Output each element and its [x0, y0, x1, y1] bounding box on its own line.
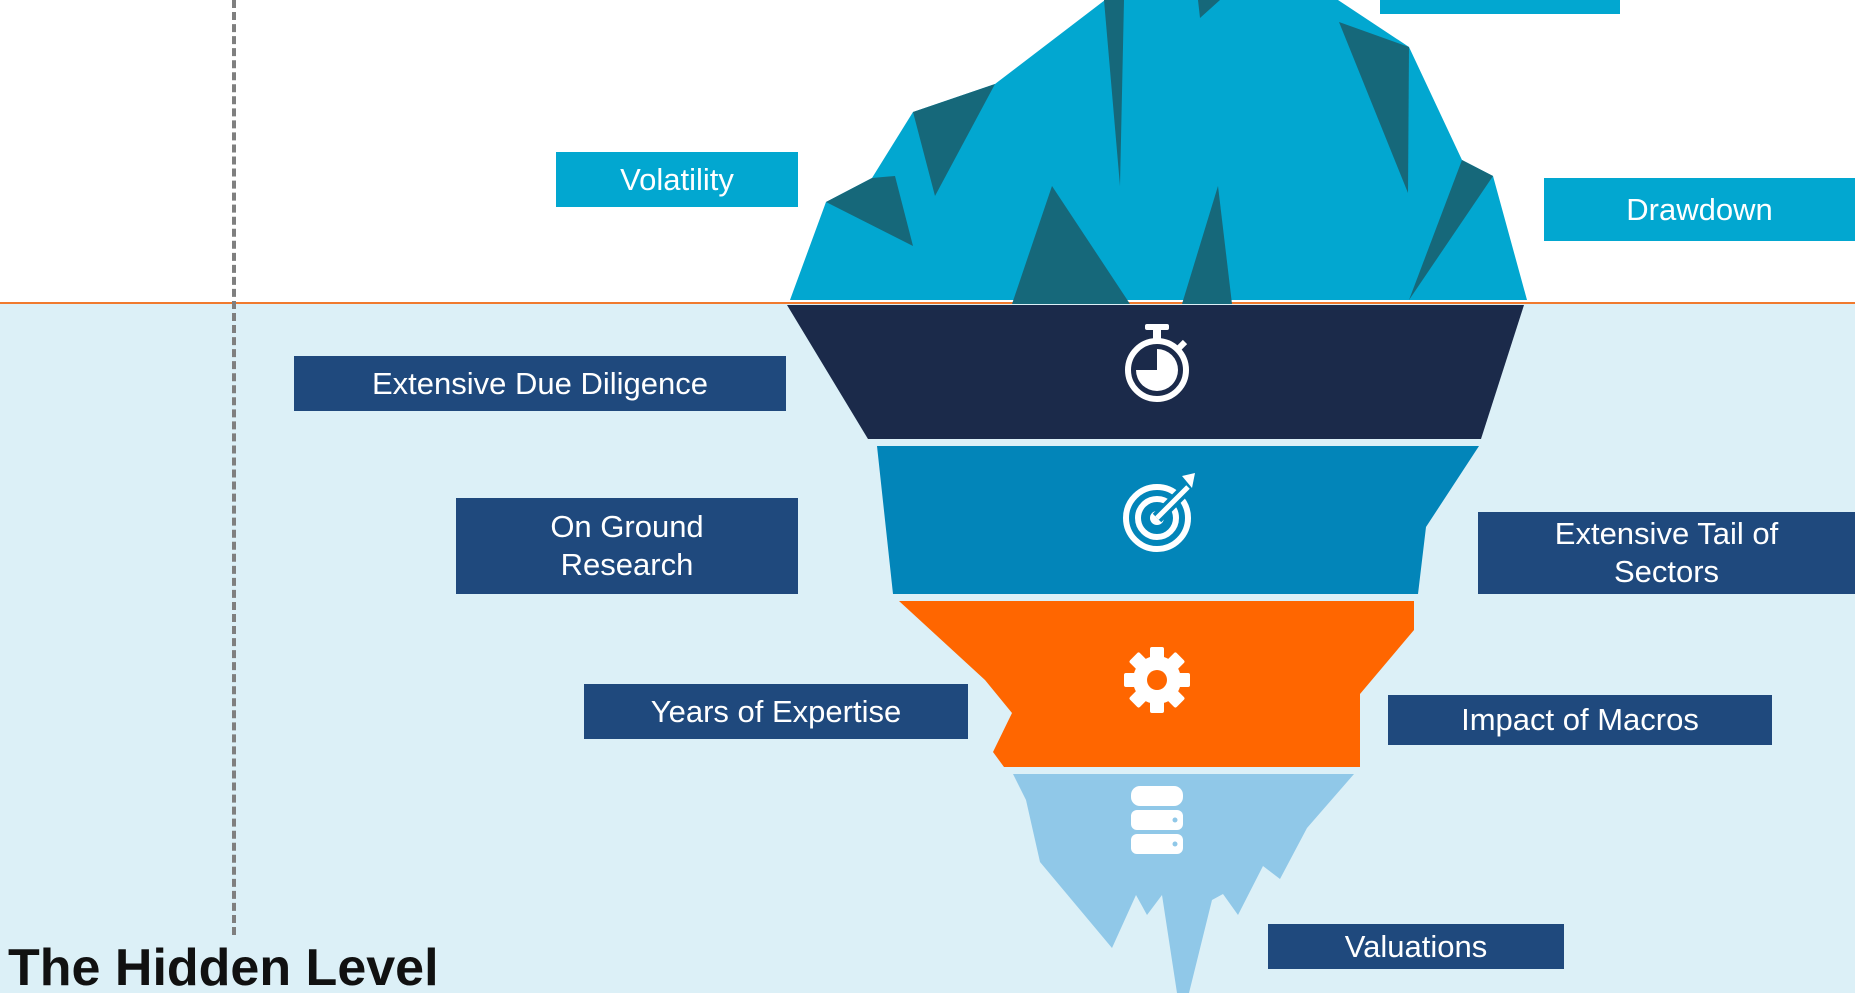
target-icon — [1123, 473, 1195, 552]
dashed-divider — [232, 0, 236, 935]
label-extensive-due-diligence: Extensive Due Diligence — [294, 356, 786, 411]
iceberg-tip — [790, 0, 1527, 304]
label-text: Drawdown — [1626, 191, 1773, 227]
label-text: Valuations — [1344, 928, 1488, 964]
label-volatility: Volatility — [556, 152, 798, 207]
label-years-of-expertise: Years of Expertise — [584, 684, 968, 739]
stopwatch-icon — [1125, 324, 1189, 402]
label-text-line-1: On Ground — [550, 509, 704, 544]
database-icon — [1131, 786, 1183, 854]
label-valuations: Valuations — [1268, 924, 1564, 969]
label-text: Extensive Due Diligence — [371, 365, 708, 401]
label-on-ground-research: On Ground Research — [456, 498, 798, 594]
label-text: Volatility — [620, 161, 734, 197]
gear-icon — [1124, 647, 1190, 713]
label-text: Impact of Macros — [1461, 702, 1699, 737]
label-text-line-2: Sectors — [1613, 554, 1720, 589]
label-drawdown: Drawdown — [1544, 178, 1855, 241]
label-text-line-1: Extensive Tail of — [1554, 516, 1779, 551]
label-text-line-2: Research — [560, 547, 694, 582]
top-label-cropped — [1380, 0, 1620, 14]
label-extensive-tail-of-sectors: Extensive Tail of Sectors — [1478, 512, 1855, 594]
label-text: Years of Expertise — [650, 693, 902, 729]
waterline — [0, 302, 1855, 304]
layer-4-band — [1013, 774, 1354, 993]
page-title: The Hidden Level — [8, 939, 439, 997]
label-impact-of-macros: Impact of Macros — [1388, 695, 1772, 745]
